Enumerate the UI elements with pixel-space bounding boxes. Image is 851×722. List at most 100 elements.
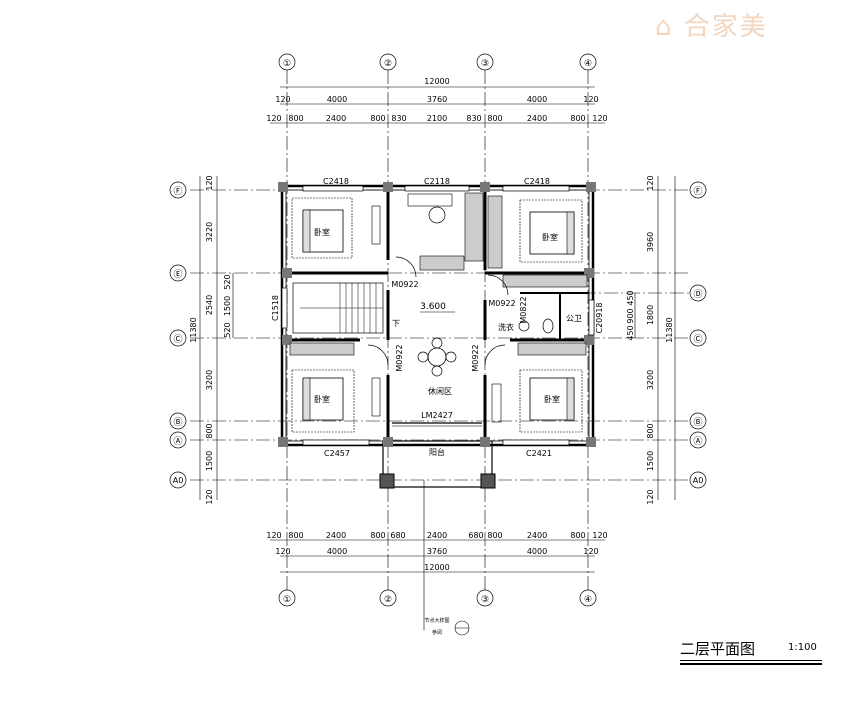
dim-left-outer: 1500 bbox=[205, 451, 214, 471]
axis-label-top-3: ③ bbox=[481, 59, 489, 69]
dim-left-outer: 120 bbox=[205, 489, 214, 504]
bottom-dimensions: 120 800 2400 800 680 2400 680 800 2400 8… bbox=[266, 531, 608, 573]
top-dimensions: 12000 120 4000 3760 4000 120 120 800 240… bbox=[266, 77, 608, 124]
dim-top-fine: 830 bbox=[466, 114, 481, 123]
dim-bottom-fine: 2400 bbox=[326, 531, 346, 540]
dim-right-inner: 450 bbox=[626, 290, 635, 305]
dim-left-inner: 520 bbox=[223, 274, 232, 289]
dim-left-inner: 520 bbox=[223, 322, 232, 337]
window-label: C2421 bbox=[526, 449, 552, 458]
brand-logo: ⌂ 合家美 bbox=[655, 6, 768, 43]
door-label: LM2427 bbox=[421, 411, 453, 420]
axis-label-right-B: Ⓑ bbox=[693, 417, 702, 428]
dim-top-fine: 800 bbox=[288, 114, 303, 123]
axis-label-right-D: Ⓓ bbox=[693, 289, 702, 300]
room-label-lounge: 休闲区 bbox=[428, 386, 452, 396]
dim-top-fine: 2400 bbox=[326, 114, 346, 123]
left-dimensions: 120 3220 2540 3200 800 1500 120 11380 52… bbox=[189, 175, 234, 505]
section-marker-sub: 参阅 bbox=[432, 629, 442, 636]
door-label: M0922 bbox=[488, 299, 515, 308]
dim-left-outer: 800 bbox=[205, 423, 214, 438]
dim-right-outer: 3200 bbox=[646, 370, 655, 390]
axis-label-left-C: Ⓒ bbox=[173, 334, 182, 345]
window-label: C2457 bbox=[324, 449, 350, 458]
dim-bottom-fine: 800 bbox=[370, 531, 385, 540]
axis-label-right-A0: A0 bbox=[693, 476, 704, 485]
dim-right-outer: 120 bbox=[646, 489, 655, 504]
dim-top-fine: 800 bbox=[487, 114, 502, 123]
axis-label-right-C: Ⓒ bbox=[693, 334, 702, 345]
dim-top-fine: 2400 bbox=[527, 114, 547, 123]
stair-down-label: 下 bbox=[392, 319, 400, 328]
dim-right-outer: 1500 bbox=[646, 451, 655, 471]
dim-bottom-fine: 680 bbox=[390, 531, 405, 540]
dim-left-outer: 3220 bbox=[205, 222, 214, 242]
window-label: C2418 bbox=[323, 177, 349, 186]
room-label-bedroom-nw: 卧室 bbox=[314, 227, 330, 237]
dim-top-mid: 120 bbox=[583, 95, 598, 104]
dim-bottom-fine: 2400 bbox=[527, 531, 547, 540]
axis-label-top-1: ① bbox=[283, 59, 291, 69]
dim-right-total: 11380 bbox=[665, 317, 674, 342]
dim-bottom-fine: 800 bbox=[288, 531, 303, 540]
axis-label-bottom-4: ④ bbox=[584, 595, 592, 605]
dim-top-fine: 830 bbox=[391, 114, 406, 123]
furniture bbox=[289, 192, 588, 433]
dim-top-fine: 120 bbox=[266, 114, 281, 123]
axis-bubbles: ① ② ③ ④ ① ② ③ ④ Ⓕ Ⓔ Ⓒ Ⓑ Ⓐ A0 Ⓕ Ⓓ Ⓒ Ⓑ Ⓐ A… bbox=[169, 53, 707, 607]
dim-right-outer: 1800 bbox=[646, 305, 655, 325]
title-underline-bold bbox=[680, 663, 822, 665]
room-labels: 卧室 卧室 卧室 卧室 休闲区 阳台 公卫 洗衣 3.600 下 bbox=[314, 227, 582, 457]
drawing-title: 二层平面图 bbox=[680, 640, 756, 658]
dim-left-total: 11380 bbox=[189, 317, 198, 342]
dim-left-outer: 3200 bbox=[205, 370, 214, 390]
axis-label-left-A0: A0 bbox=[173, 476, 184, 485]
dim-bottom-fine: 800 bbox=[570, 531, 585, 540]
dim-left-outer: 2540 bbox=[205, 295, 214, 315]
dim-top-mid: 3760 bbox=[427, 95, 447, 104]
house-logo-icon: ⌂ bbox=[655, 12, 674, 42]
room-label-balcony: 阳台 bbox=[429, 447, 445, 457]
dim-left-inner: 1500 bbox=[223, 296, 232, 316]
window-label: C1518 bbox=[271, 295, 280, 321]
axis-label-bottom-2: ② bbox=[384, 595, 392, 605]
dim-bottom-mid: 120 bbox=[275, 547, 290, 556]
door-label: M0922 bbox=[391, 280, 418, 289]
dim-right-outer: 3960 bbox=[646, 232, 655, 252]
dim-right-inner: 450 bbox=[626, 325, 635, 340]
dim-bottom-fine: 120 bbox=[592, 531, 607, 540]
dim-top-mid: 4000 bbox=[327, 95, 347, 104]
dim-right-outer: 800 bbox=[646, 423, 655, 438]
dim-top-mid: 120 bbox=[275, 95, 290, 104]
axis-label-left-F: Ⓕ bbox=[173, 186, 182, 197]
section-marker-label: 节点大样图 bbox=[424, 617, 449, 624]
dim-bottom-fine: 120 bbox=[266, 531, 281, 540]
axis-label-bottom-1: ① bbox=[283, 595, 291, 605]
room-label-bedroom-ne: 卧室 bbox=[542, 232, 558, 242]
dim-top-mid: 4000 bbox=[527, 95, 547, 104]
dim-bottom-fine: 800 bbox=[487, 531, 502, 540]
brand-name: 合家美 bbox=[683, 12, 768, 42]
window-label: C2418 bbox=[524, 177, 550, 186]
axis-label-left-B: Ⓑ bbox=[173, 417, 182, 428]
window-label: C2118 bbox=[424, 177, 450, 186]
dim-bottom-fine: 2400 bbox=[427, 531, 447, 540]
dim-left-outer: 120 bbox=[205, 175, 214, 190]
door-label: M0922 bbox=[471, 344, 480, 371]
dim-top-fine: 800 bbox=[570, 114, 585, 123]
dim-bottom-total: 12000 bbox=[424, 563, 449, 572]
axis-label-bottom-3: ③ bbox=[481, 595, 489, 605]
axis-label-right-A: Ⓐ bbox=[693, 436, 702, 447]
dim-bottom-fine: 680 bbox=[468, 531, 483, 540]
section-marker: 节点大样图 参阅 bbox=[423, 480, 470, 636]
dim-bottom-mid: 4000 bbox=[327, 547, 347, 556]
opening-labels: C2418 C2118 C2418 C2457 C2421 C1518 C209… bbox=[271, 177, 604, 458]
axis-label-top-4: ④ bbox=[584, 59, 592, 69]
dim-bottom-mid: 3760 bbox=[427, 547, 447, 556]
dim-top-fine: 120 bbox=[592, 114, 607, 123]
window-label: C20918 bbox=[595, 302, 604, 333]
room-label-bedroom-se: 卧室 bbox=[544, 394, 560, 404]
grid-lines bbox=[190, 70, 690, 590]
axis-label-top-2: ② bbox=[384, 59, 392, 69]
